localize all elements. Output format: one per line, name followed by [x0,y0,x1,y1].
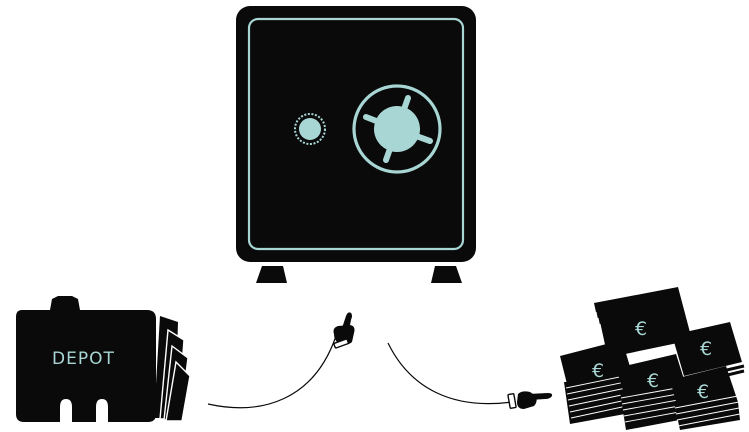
arrow-curve-left [208,336,336,408]
folder-cutout [60,399,72,422]
folder-icon: DEPOT [16,296,190,422]
arrow-curve-right [388,343,512,404]
safe-icon [236,6,476,283]
pointing-hand-icon [508,391,552,409]
pointing-hand-icon [334,312,355,348]
euro-symbol: € [635,318,647,340]
euro-symbol: € [700,338,712,360]
euro-symbol: € [647,370,659,392]
euro-symbol: € [592,360,604,382]
euro-symbol: € [697,381,709,403]
folder-label: DEPOT [52,349,115,369]
folder-cutout [96,399,108,422]
cash-stack-icon: € € € € € [560,287,744,430]
safe-foot-left [256,266,287,283]
safe-foot-right [431,266,462,283]
